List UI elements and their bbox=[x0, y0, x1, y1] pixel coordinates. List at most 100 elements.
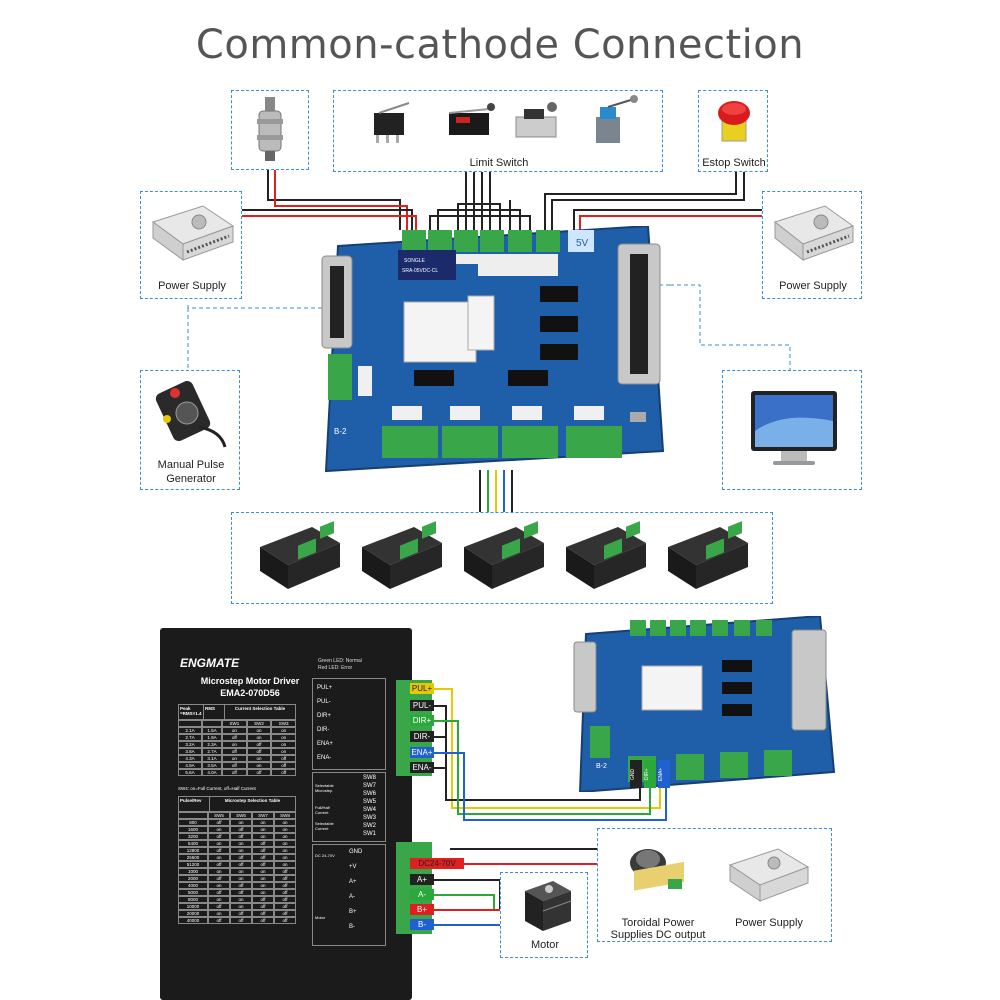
table-cell: off bbox=[246, 741, 272, 748]
table-cell: off bbox=[252, 847, 274, 854]
power-supply-right-caption: Power Supply bbox=[779, 280, 847, 292]
current-col-blank bbox=[202, 720, 222, 727]
table-cell: 51200 bbox=[178, 861, 208, 868]
table-cell: 6400 bbox=[178, 840, 208, 847]
table-cell: off bbox=[252, 840, 274, 847]
small-board-b2-label: B-2 bbox=[596, 763, 607, 770]
monitor-icon bbox=[751, 391, 837, 465]
table-cell: off bbox=[230, 917, 252, 924]
signal-pin-label: PUL+ bbox=[317, 685, 333, 691]
dip-switch-label: SW4 bbox=[363, 807, 377, 813]
table-cell: 4.0A bbox=[202, 769, 222, 776]
table-cell: off bbox=[230, 854, 252, 861]
table-cell: off bbox=[230, 826, 252, 833]
mpg-caption-2: Generator bbox=[166, 473, 216, 485]
handwheel-icon bbox=[155, 380, 227, 448]
micro-col-blank bbox=[178, 812, 208, 819]
table-cell: on bbox=[252, 819, 274, 826]
current-sw-header: SW1 bbox=[222, 720, 247, 727]
table-cell: off bbox=[274, 868, 296, 875]
stepper-drivers-box bbox=[231, 512, 773, 604]
table-cell: off bbox=[252, 861, 274, 868]
table-cell: on bbox=[271, 727, 297, 734]
table-cell: on bbox=[230, 896, 252, 903]
table-cell: on bbox=[252, 875, 274, 882]
power-supply-left-caption: Power Supply bbox=[158, 280, 226, 292]
driver-brand: ENGMATE bbox=[180, 656, 240, 670]
dip-switch-panel: Selectable Microstep Full/Half Current S… bbox=[312, 772, 386, 842]
table-cell: on bbox=[230, 819, 252, 826]
table-cell: 3.5A bbox=[202, 762, 222, 769]
table-cell: off bbox=[252, 903, 274, 910]
table-cell: 2.1A bbox=[178, 727, 202, 734]
power-pin-label: +V bbox=[349, 864, 357, 870]
table-cell: off bbox=[246, 748, 272, 755]
table-cell: on bbox=[230, 847, 252, 854]
wire-tag-b-minus: B- bbox=[410, 919, 434, 930]
micro-sw-header: SW5 bbox=[208, 812, 230, 819]
table-cell: on bbox=[208, 896, 230, 903]
wire-tag-a-plus: A+ bbox=[410, 874, 434, 885]
power-pin-label: A- bbox=[349, 894, 355, 900]
table-cell: off bbox=[274, 896, 296, 903]
table-cell: off bbox=[252, 917, 274, 924]
dc-supply-icons bbox=[630, 848, 810, 902]
current-table-title: Current Selection Table bbox=[234, 706, 286, 711]
dip-group-microstep: Selectable Microstep bbox=[315, 783, 334, 793]
table-cell: off bbox=[208, 903, 230, 910]
table-cell: on bbox=[274, 819, 296, 826]
table-cell: on bbox=[208, 868, 230, 875]
dip-switch-label: SW3 bbox=[363, 815, 377, 821]
power-pin-label: GND bbox=[349, 849, 363, 855]
signal-pin-panel: PUL+PUL-DIR+DIR-ENA+ENA- bbox=[312, 678, 386, 770]
current-sw-header: SW3 bbox=[271, 720, 297, 727]
table-cell: on bbox=[271, 741, 297, 748]
table-cell: on bbox=[246, 755, 272, 762]
table-cell: off bbox=[230, 910, 252, 917]
top-terminal-blocks bbox=[402, 230, 594, 252]
small-board-pin-label: ENA+ bbox=[658, 760, 670, 788]
table-cell: on bbox=[271, 734, 297, 741]
table-cell: on bbox=[230, 868, 252, 875]
table-cell: 4.3A bbox=[178, 755, 202, 762]
micro-sw-header: SW8 bbox=[274, 812, 296, 819]
toroid-caption-2: Supplies DC output bbox=[610, 929, 706, 941]
table-cell: on bbox=[222, 727, 247, 734]
table-cell: off bbox=[271, 762, 297, 769]
table-cell: off bbox=[208, 833, 230, 840]
driver-model-line2: EMA2-070D56 bbox=[220, 688, 280, 698]
estop-caption: Estop Switch bbox=[702, 157, 766, 169]
relay-text-2: SRA-05VDC-CL bbox=[402, 268, 438, 274]
dip-switch-label: SW6 bbox=[363, 791, 377, 797]
table-cell: on bbox=[208, 882, 230, 889]
board-5v-label: 5V bbox=[576, 238, 589, 249]
driver-icon-2 bbox=[362, 521, 442, 589]
microstep-driver: ENGMATE Green LED: Normal Red LED: Error… bbox=[160, 628, 412, 1000]
table-cell: off bbox=[222, 748, 247, 755]
dip-group-current: Selectable Current bbox=[315, 821, 334, 831]
sw4-note: SW4: on=Full Current, off=Half Current bbox=[178, 786, 256, 791]
table-cell: off bbox=[230, 833, 252, 840]
table-cell: 20000 bbox=[178, 910, 208, 917]
driver-led-red: Red LED: Error bbox=[318, 665, 353, 671]
table-cell: on bbox=[274, 847, 296, 854]
wire-tag-dir-minus: DIR- bbox=[410, 731, 434, 742]
rms-header: RMS bbox=[204, 705, 225, 719]
wire-tag-ena: ENA+ bbox=[410, 747, 434, 758]
table-cell: on bbox=[208, 910, 230, 917]
table-cell: 1600 bbox=[178, 826, 208, 833]
table-cell: 800 bbox=[178, 819, 208, 826]
mpg-caption-1: Manual Pulse bbox=[157, 459, 225, 471]
pulse-rev-header: Pulse/Rev bbox=[179, 797, 210, 811]
page-title: Common-cathode Connection bbox=[195, 22, 805, 68]
